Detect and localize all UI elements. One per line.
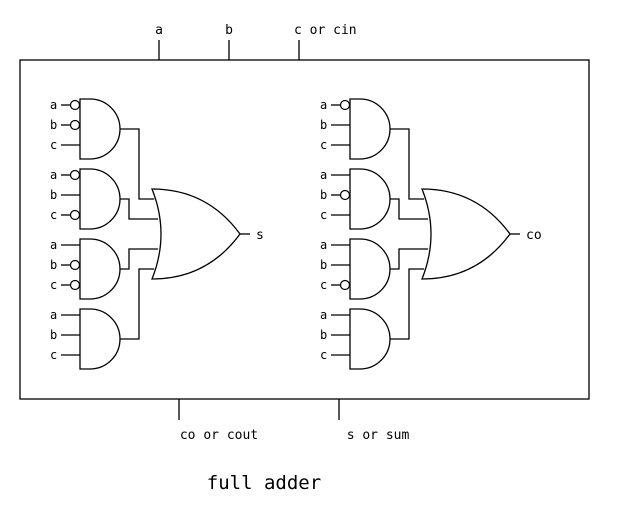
sum-or-gate	[151, 188, 241, 280]
sum-input-b-label: b	[50, 258, 57, 272]
carry-and-to-or-wire	[390, 198, 429, 220]
carry-input-a-label: a	[320, 238, 327, 252]
carry-input-a-label: a	[320, 98, 327, 112]
port-s-label: s or sum	[347, 428, 410, 443]
carry-input-c-label: c	[320, 138, 327, 152]
sum-inverter-bubble	[69, 119, 81, 131]
sum-and-gate	[79, 308, 121, 370]
sum-input-c-label: c	[50, 348, 57, 362]
sum-input-a-label: a	[50, 308, 57, 322]
carry-inverter-bubble	[339, 279, 351, 291]
carry-and-to-or-wire	[390, 248, 429, 270]
carry-and-gate	[349, 308, 391, 370]
carry-input-a-label: a	[320, 168, 327, 182]
sum-and-gate	[79, 238, 121, 300]
carry-input-a-label: a	[320, 308, 327, 322]
sum-input-c-label: c	[50, 208, 57, 222]
carry-and-gate	[349, 168, 391, 230]
carry-input-c-label: c	[320, 208, 327, 222]
carry-output-label: co	[526, 228, 542, 243]
sum-and-gate	[79, 168, 121, 230]
sum-and-to-or-wire	[120, 198, 159, 220]
sum-input-a-label: a	[50, 238, 57, 252]
carry-input-c-label: c	[320, 278, 327, 292]
sum-input-a-label: a	[50, 168, 57, 182]
sum-input-b-label: b	[50, 118, 57, 132]
sum-and-to-or-wire	[120, 128, 155, 200]
port-co-label: co or cout	[180, 428, 258, 443]
sum-inverter-bubble	[69, 259, 81, 271]
carry-input-c-label: c	[320, 348, 327, 362]
sum-and-to-or-wire	[120, 268, 155, 340]
carry-input-b-label: b	[320, 118, 327, 132]
carry-inverter-bubble	[339, 189, 351, 201]
port-b-label: b	[225, 23, 233, 38]
sum-inverter-bubble	[69, 99, 81, 111]
carry-and-to-or-wire	[390, 128, 425, 200]
sum-inverter-bubble	[69, 279, 81, 291]
sum-input-c-label: c	[50, 278, 57, 292]
sum-input-c-label: c	[50, 138, 57, 152]
carry-or-gate	[421, 188, 511, 280]
carry-and-gate	[349, 98, 391, 160]
sum-input-b-label: b	[50, 188, 57, 202]
sum-input-b-label: b	[50, 328, 57, 342]
sum-input-a-label: a	[50, 98, 57, 112]
carry-input-b-label: b	[320, 328, 327, 342]
carry-and-gate	[349, 238, 391, 300]
sum-inverter-bubble	[69, 169, 81, 181]
sum-output-label: s	[256, 228, 264, 243]
carry-input-b-label: b	[320, 188, 327, 202]
carry-and-to-or-wire	[390, 268, 425, 340]
carry-inverter-bubble	[339, 99, 351, 111]
port-a-label: a	[155, 23, 163, 38]
sum-inverter-bubble	[69, 209, 81, 221]
port-c-label: c or cin	[294, 23, 357, 38]
carry-input-b-label: b	[320, 258, 327, 272]
sum-and-to-or-wire	[120, 248, 159, 270]
sum-and-gate	[79, 98, 121, 160]
adder-box	[19, 59, 590, 400]
diagram-caption: full adder	[207, 472, 321, 494]
